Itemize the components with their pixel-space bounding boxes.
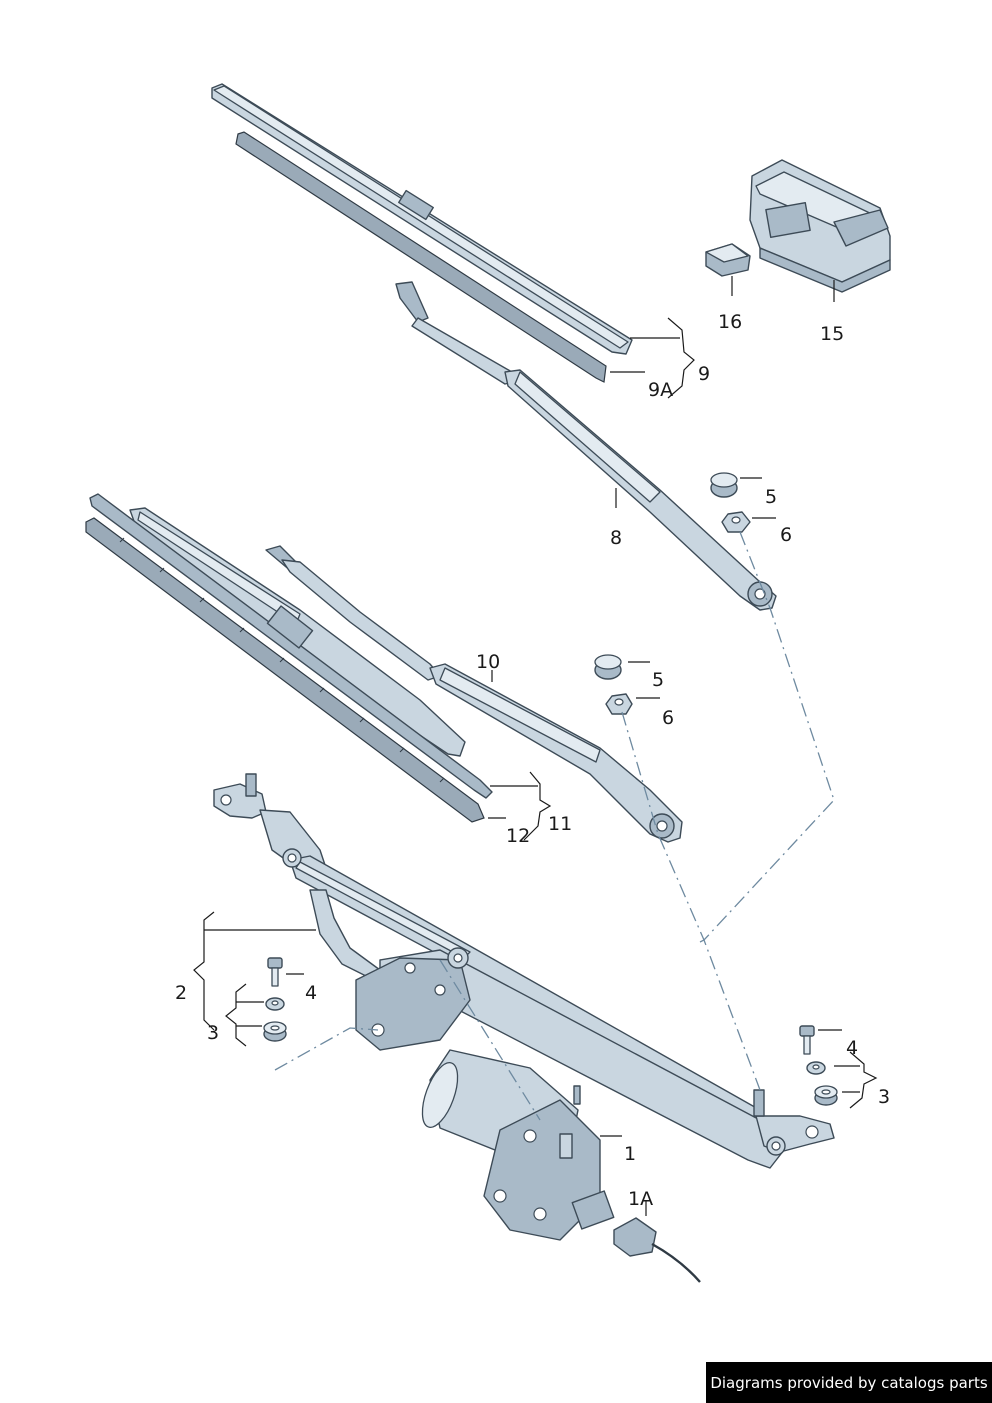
label-part-16: 16	[718, 311, 742, 333]
label-part-6-upper: 6	[780, 524, 792, 546]
label-part-9: 9	[698, 363, 710, 385]
bolt-right	[799, 1025, 815, 1055]
lower-wiper-arm	[265, 545, 683, 843]
assembly-lines	[274, 531, 835, 1121]
credit-banner: Diagrams provided by catalogs parts	[706, 1362, 992, 1403]
washer-left	[265, 997, 285, 1011]
label-part-3-left: 3	[207, 1022, 219, 1044]
nut-lower	[605, 693, 633, 715]
upper-wiper-arm	[395, 281, 777, 611]
label-part-5-lower: 5	[652, 669, 664, 691]
label-part-4-right: 4	[846, 1037, 858, 1059]
part-labels: 16 15 9 9A 5 6 8 10 5 6 11 12 2 4 3 4 3 …	[175, 311, 890, 1210]
module-plug	[705, 243, 751, 277]
upper-wiper-blade	[211, 83, 633, 383]
leader-lines	[193, 276, 878, 1216]
label-part-9a: 9A	[648, 379, 673, 401]
credit-text: Diagrams provided by catalogs parts	[710, 1373, 988, 1392]
label-part-1a: 1A	[628, 1188, 653, 1210]
label-part-15: 15	[820, 323, 844, 345]
bushing-right	[814, 1085, 838, 1106]
motor-connector	[613, 1217, 701, 1283]
control-module	[749, 159, 891, 293]
lower-wiper-blade	[85, 493, 493, 823]
label-part-8: 8	[610, 527, 622, 549]
washer-right	[806, 1061, 826, 1075]
label-part-3-right: 3	[878, 1086, 890, 1108]
cap-upper	[710, 472, 738, 498]
bushing-left	[263, 1021, 287, 1042]
label-part-4-left: 4	[305, 982, 317, 1004]
label-part-1: 1	[624, 1143, 636, 1165]
label-part-12: 12	[506, 825, 530, 847]
label-part-11: 11	[548, 813, 572, 835]
label-part-6-lower: 6	[662, 707, 674, 729]
bolt-left	[267, 957, 283, 987]
nut-upper	[721, 511, 751, 533]
wiper-linkage-frame	[213, 773, 835, 1169]
cap-lower	[594, 654, 622, 680]
label-part-10: 10	[476, 651, 500, 673]
label-part-5-upper: 5	[765, 486, 777, 508]
wiper-motor	[421, 1049, 615, 1241]
label-part-2: 2	[175, 982, 187, 1004]
